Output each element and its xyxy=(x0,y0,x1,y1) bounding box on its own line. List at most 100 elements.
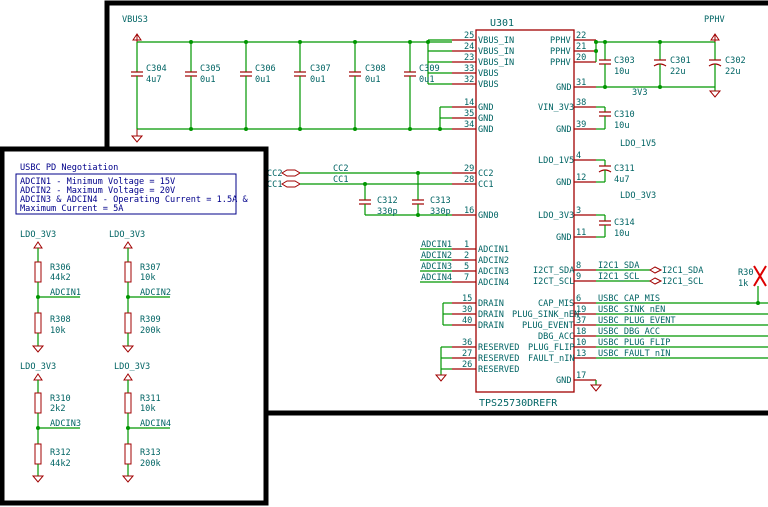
svg-text:ADCIN4: ADCIN4 xyxy=(421,273,452,283)
svg-text:44k2: 44k2 xyxy=(50,273,71,283)
r30-val: 1k xyxy=(738,279,749,289)
svg-text:ADCIN2: ADCIN2 xyxy=(140,288,171,298)
ldo-network: C310 10u LDO_1V5 C311 4u7 LDO_3V3 C314 1… xyxy=(596,106,656,239)
right-nets: USBC_CAP_MIS USBC_SINK_nEN USBC_PLUG_EVE… xyxy=(589,294,768,392)
svg-text:9: 9 xyxy=(576,272,581,282)
svg-text:R310: R310 xyxy=(50,394,71,404)
svg-text:GND: GND xyxy=(556,83,572,93)
svg-text:VBUS: VBUS xyxy=(478,80,499,90)
svg-text:C310: C310 xyxy=(614,110,635,120)
svg-text:LDO_3V3: LDO_3V3 xyxy=(538,211,574,221)
svg-text:VIN_3V3: VIN_3V3 xyxy=(538,103,574,113)
svg-text:ADCIN1: ADCIN1 xyxy=(478,245,509,255)
svg-text:R307: R307 xyxy=(140,263,161,273)
svg-text:0u1: 0u1 xyxy=(255,75,271,85)
svg-text:32: 32 xyxy=(464,75,474,85)
pphv-network: PPHV C303 10u C301 22u C302 22u 3V3 xyxy=(594,15,746,98)
svg-text:CC2: CC2 xyxy=(478,169,494,179)
vbus-network: VBUS3 xyxy=(122,15,452,143)
svg-text:10: 10 xyxy=(576,338,586,348)
c313-ref: C313 xyxy=(430,196,451,206)
svg-text:ADCIN4: ADCIN4 xyxy=(140,419,171,429)
svg-text:USBC_PLUG_FLIP: USBC_PLUG_FLIP xyxy=(598,338,670,348)
svg-text:C309: C309 xyxy=(419,64,440,74)
svg-text:27: 27 xyxy=(462,349,472,359)
svg-text:200k: 200k xyxy=(140,326,162,336)
svg-text:10u: 10u xyxy=(614,229,630,239)
svg-text:10k: 10k xyxy=(50,326,66,336)
svg-text:31: 31 xyxy=(576,78,586,88)
svg-text:1: 1 xyxy=(464,240,469,250)
svg-text:RESERVED: RESERVED xyxy=(478,343,519,353)
svg-text:USBC_FAULT_nIN: USBC_FAULT_nIN xyxy=(598,349,670,359)
svg-text:10k: 10k xyxy=(140,404,156,414)
svg-text:29: 29 xyxy=(464,164,474,174)
ic-body xyxy=(475,29,575,393)
divider-2: LDO_3V3 R307 10k ADCIN2 R309 200k xyxy=(109,230,171,353)
svg-text:17: 17 xyxy=(576,371,586,381)
svg-text:RESERVED: RESERVED xyxy=(478,365,519,375)
svg-text:DRAIN: DRAIN xyxy=(478,310,504,320)
svg-text:7: 7 xyxy=(464,273,469,283)
svg-text:LDO_3V3: LDO_3V3 xyxy=(109,230,145,240)
i2c-sda-net: I2C1_SDA xyxy=(598,261,640,271)
ldo-1v5-label: LDO_1V5 xyxy=(620,139,656,149)
svg-text:DRAIN: DRAIN xyxy=(478,321,504,331)
svg-text:GND: GND xyxy=(556,233,572,243)
svg-text:R312: R312 xyxy=(50,448,71,458)
svg-text:VBUS_IN: VBUS_IN xyxy=(478,36,514,46)
svg-text:LDO_3V3: LDO_3V3 xyxy=(114,362,150,372)
svg-text:40: 40 xyxy=(462,316,472,326)
net-3v3: 3V3 xyxy=(632,88,648,98)
svg-text:C308: C308 xyxy=(365,64,386,74)
svg-text:PLUG_EVENT: PLUG_EVENT xyxy=(522,321,574,331)
svg-text:ADCIN2: ADCIN2 xyxy=(421,251,452,261)
svg-text:RESERVED: RESERVED xyxy=(478,354,519,364)
svg-text:24: 24 xyxy=(464,42,474,52)
svg-text:0u1: 0u1 xyxy=(419,75,435,85)
cc1-port: CC1 xyxy=(267,180,283,190)
svg-text:2: 2 xyxy=(464,251,469,261)
svg-text:VBUS_IN: VBUS_IN xyxy=(478,47,514,57)
c312-ref: C312 xyxy=(377,196,398,206)
svg-text:23: 23 xyxy=(464,53,474,63)
divider-panel xyxy=(0,146,269,506)
c312-val: 330p xyxy=(377,207,398,217)
svg-text:36: 36 xyxy=(462,338,472,348)
svg-text:GND: GND xyxy=(556,125,572,135)
divider-1: LDO_3V3 R306 44k2 ADCIN1 R308 10k xyxy=(20,230,81,353)
svg-text:ADCIN1: ADCIN1 xyxy=(421,240,452,250)
svg-text:GND: GND xyxy=(478,103,494,113)
note-line-1: ADCIN1 - Minimum Voltage = 15V xyxy=(20,177,175,187)
svg-text:PLUG_SINK_nEN: PLUG_SINK_nEN xyxy=(512,310,579,320)
svg-text:22u: 22u xyxy=(725,67,741,77)
svg-text:0u1: 0u1 xyxy=(365,75,381,85)
svg-text:LDO_3V3: LDO_3V3 xyxy=(20,230,56,240)
svg-text:22u: 22u xyxy=(670,67,686,77)
svg-text:GND: GND xyxy=(556,376,572,386)
i2c-network: I2C1_SDA I2C1_SCL I2C1_SDA I2C1_SCL R30 … xyxy=(596,261,767,305)
ic-ref: U301 xyxy=(490,18,514,29)
svg-text:CC1: CC1 xyxy=(478,180,494,190)
svg-text:C307: C307 xyxy=(310,64,331,74)
svg-text:PPHV: PPHV xyxy=(550,36,571,46)
svg-text:ADCIN3: ADCIN3 xyxy=(421,262,452,272)
i2c-scl-port: I2C1_SCL xyxy=(662,277,703,287)
svg-text:C304: C304 xyxy=(146,64,167,74)
